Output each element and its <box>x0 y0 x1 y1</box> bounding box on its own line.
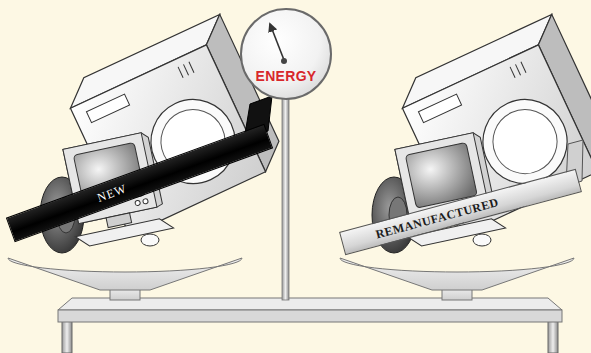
scale-leg <box>62 320 72 353</box>
vent-line <box>510 67 515 78</box>
scale-pan <box>340 258 574 290</box>
control-panel <box>86 94 129 123</box>
remanufactured-banner: REMANUFACTURED <box>339 169 582 256</box>
keyboard <box>75 216 173 248</box>
scale-pole <box>282 98 289 300</box>
vent-line <box>515 64 520 75</box>
new-banner: NEW <box>6 124 273 242</box>
scale-base-front <box>58 310 562 322</box>
gauge-needle <box>270 24 284 60</box>
node-label: REMANUFACTURED <box>374 195 500 242</box>
button <box>143 198 149 204</box>
control-panel <box>418 94 461 123</box>
vent-line <box>183 64 188 75</box>
button <box>135 200 141 206</box>
scale-leg <box>548 320 558 353</box>
mouse <box>473 234 491 246</box>
node-label: ENERGY <box>256 68 317 84</box>
node-label: NEW <box>95 181 129 205</box>
porthole-glass <box>482 99 567 184</box>
scale-pan <box>8 258 242 290</box>
needle-pivot <box>281 58 287 64</box>
energy-gauge: ENERGY <box>240 8 332 100</box>
vent-line <box>521 62 526 73</box>
vent-line <box>189 62 194 73</box>
vent-line <box>178 67 183 78</box>
mouse <box>141 234 159 246</box>
